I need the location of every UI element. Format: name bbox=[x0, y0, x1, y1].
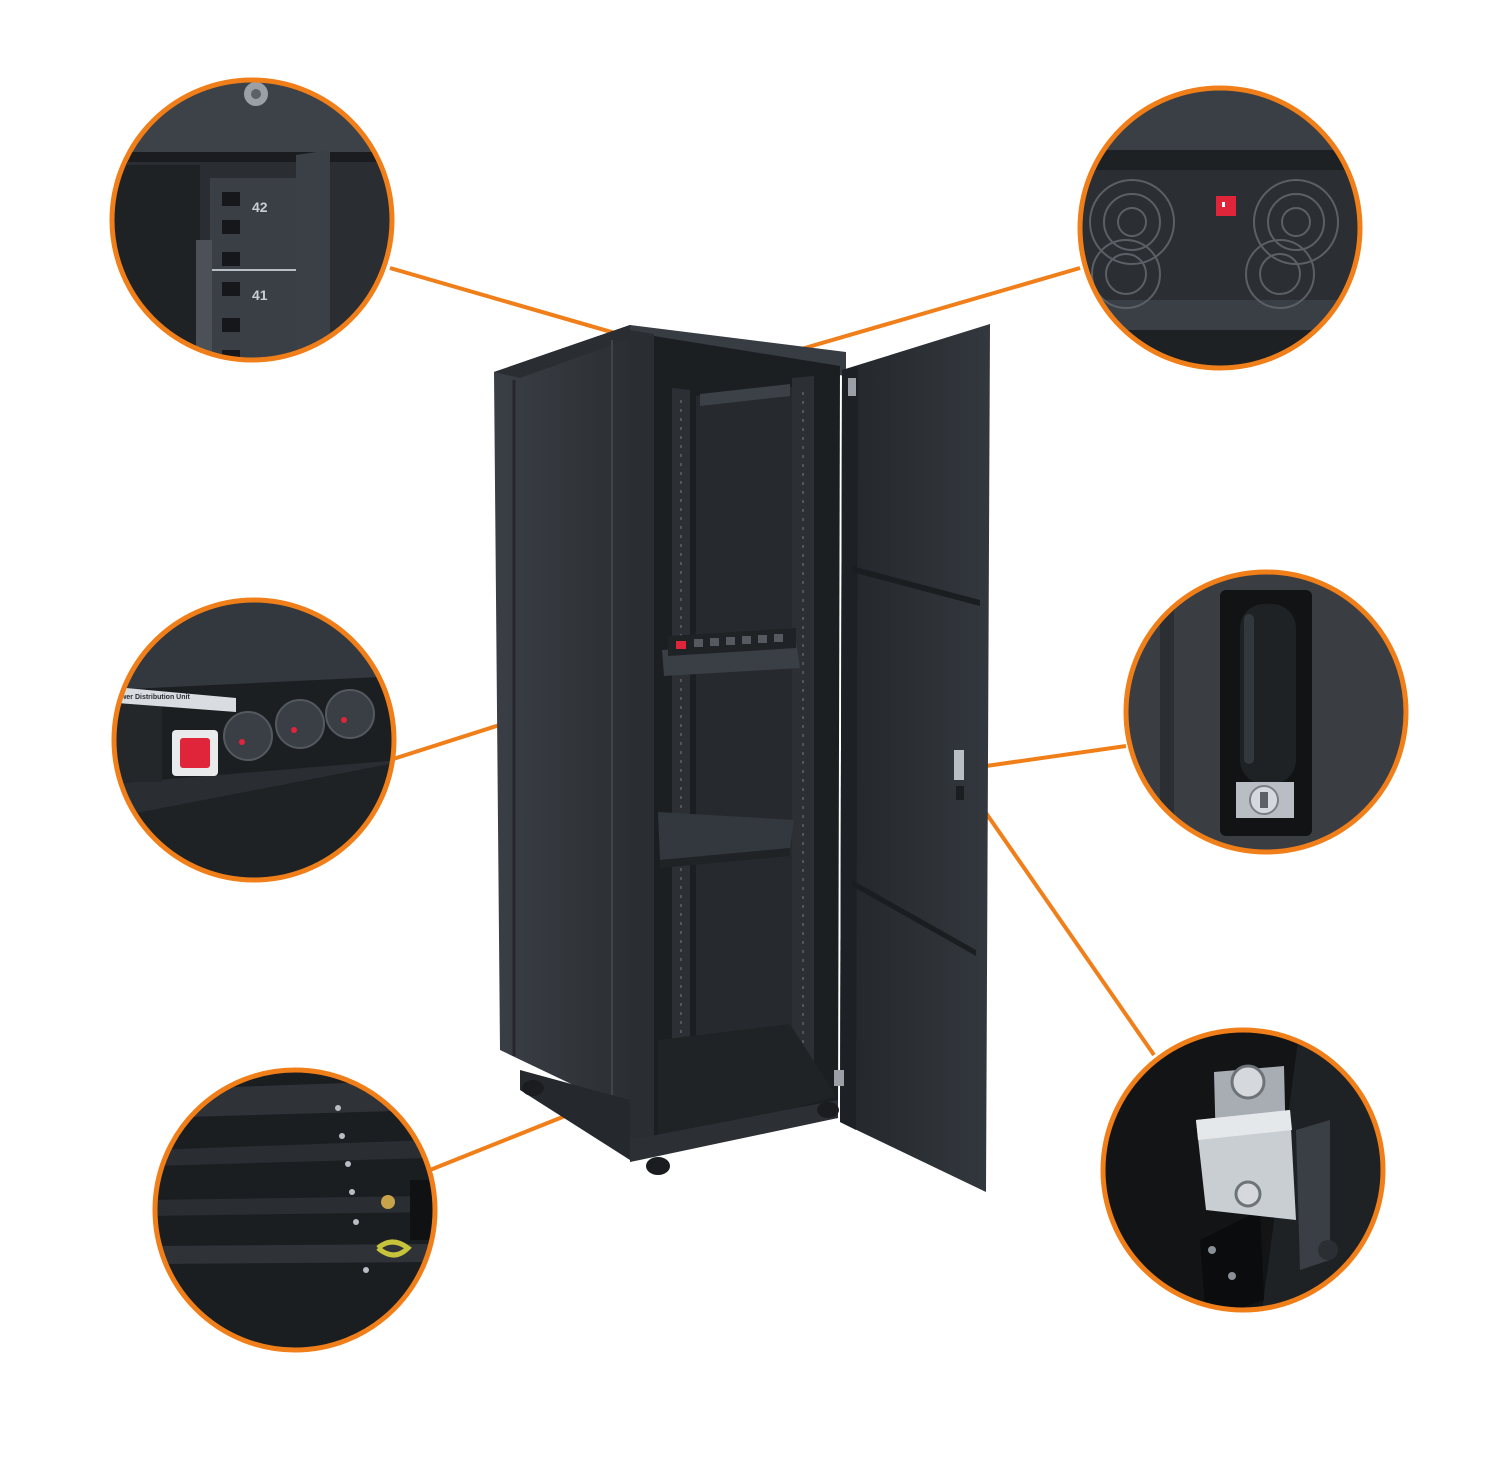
pdu-label: Power Distribution Unit bbox=[112, 694, 190, 701]
callout-door-hinge bbox=[1100, 1027, 1386, 1313]
power-switch-icon bbox=[1216, 196, 1236, 216]
callout-door-handle bbox=[1123, 569, 1409, 855]
screw-icon bbox=[1230, 1064, 1266, 1100]
rail-label-41: 41 bbox=[252, 287, 268, 303]
callout-rack-rails: 42 41 bbox=[109, 77, 395, 363]
pdu-switch-icon bbox=[180, 738, 210, 768]
callout-pdu-shelf: Power Distribution Unit bbox=[111, 597, 397, 883]
callout-fan-unit bbox=[1077, 85, 1363, 371]
rail-label-42: 42 bbox=[252, 199, 268, 215]
callout-floor-base bbox=[152, 1067, 438, 1353]
rack-cabinet bbox=[494, 324, 990, 1192]
